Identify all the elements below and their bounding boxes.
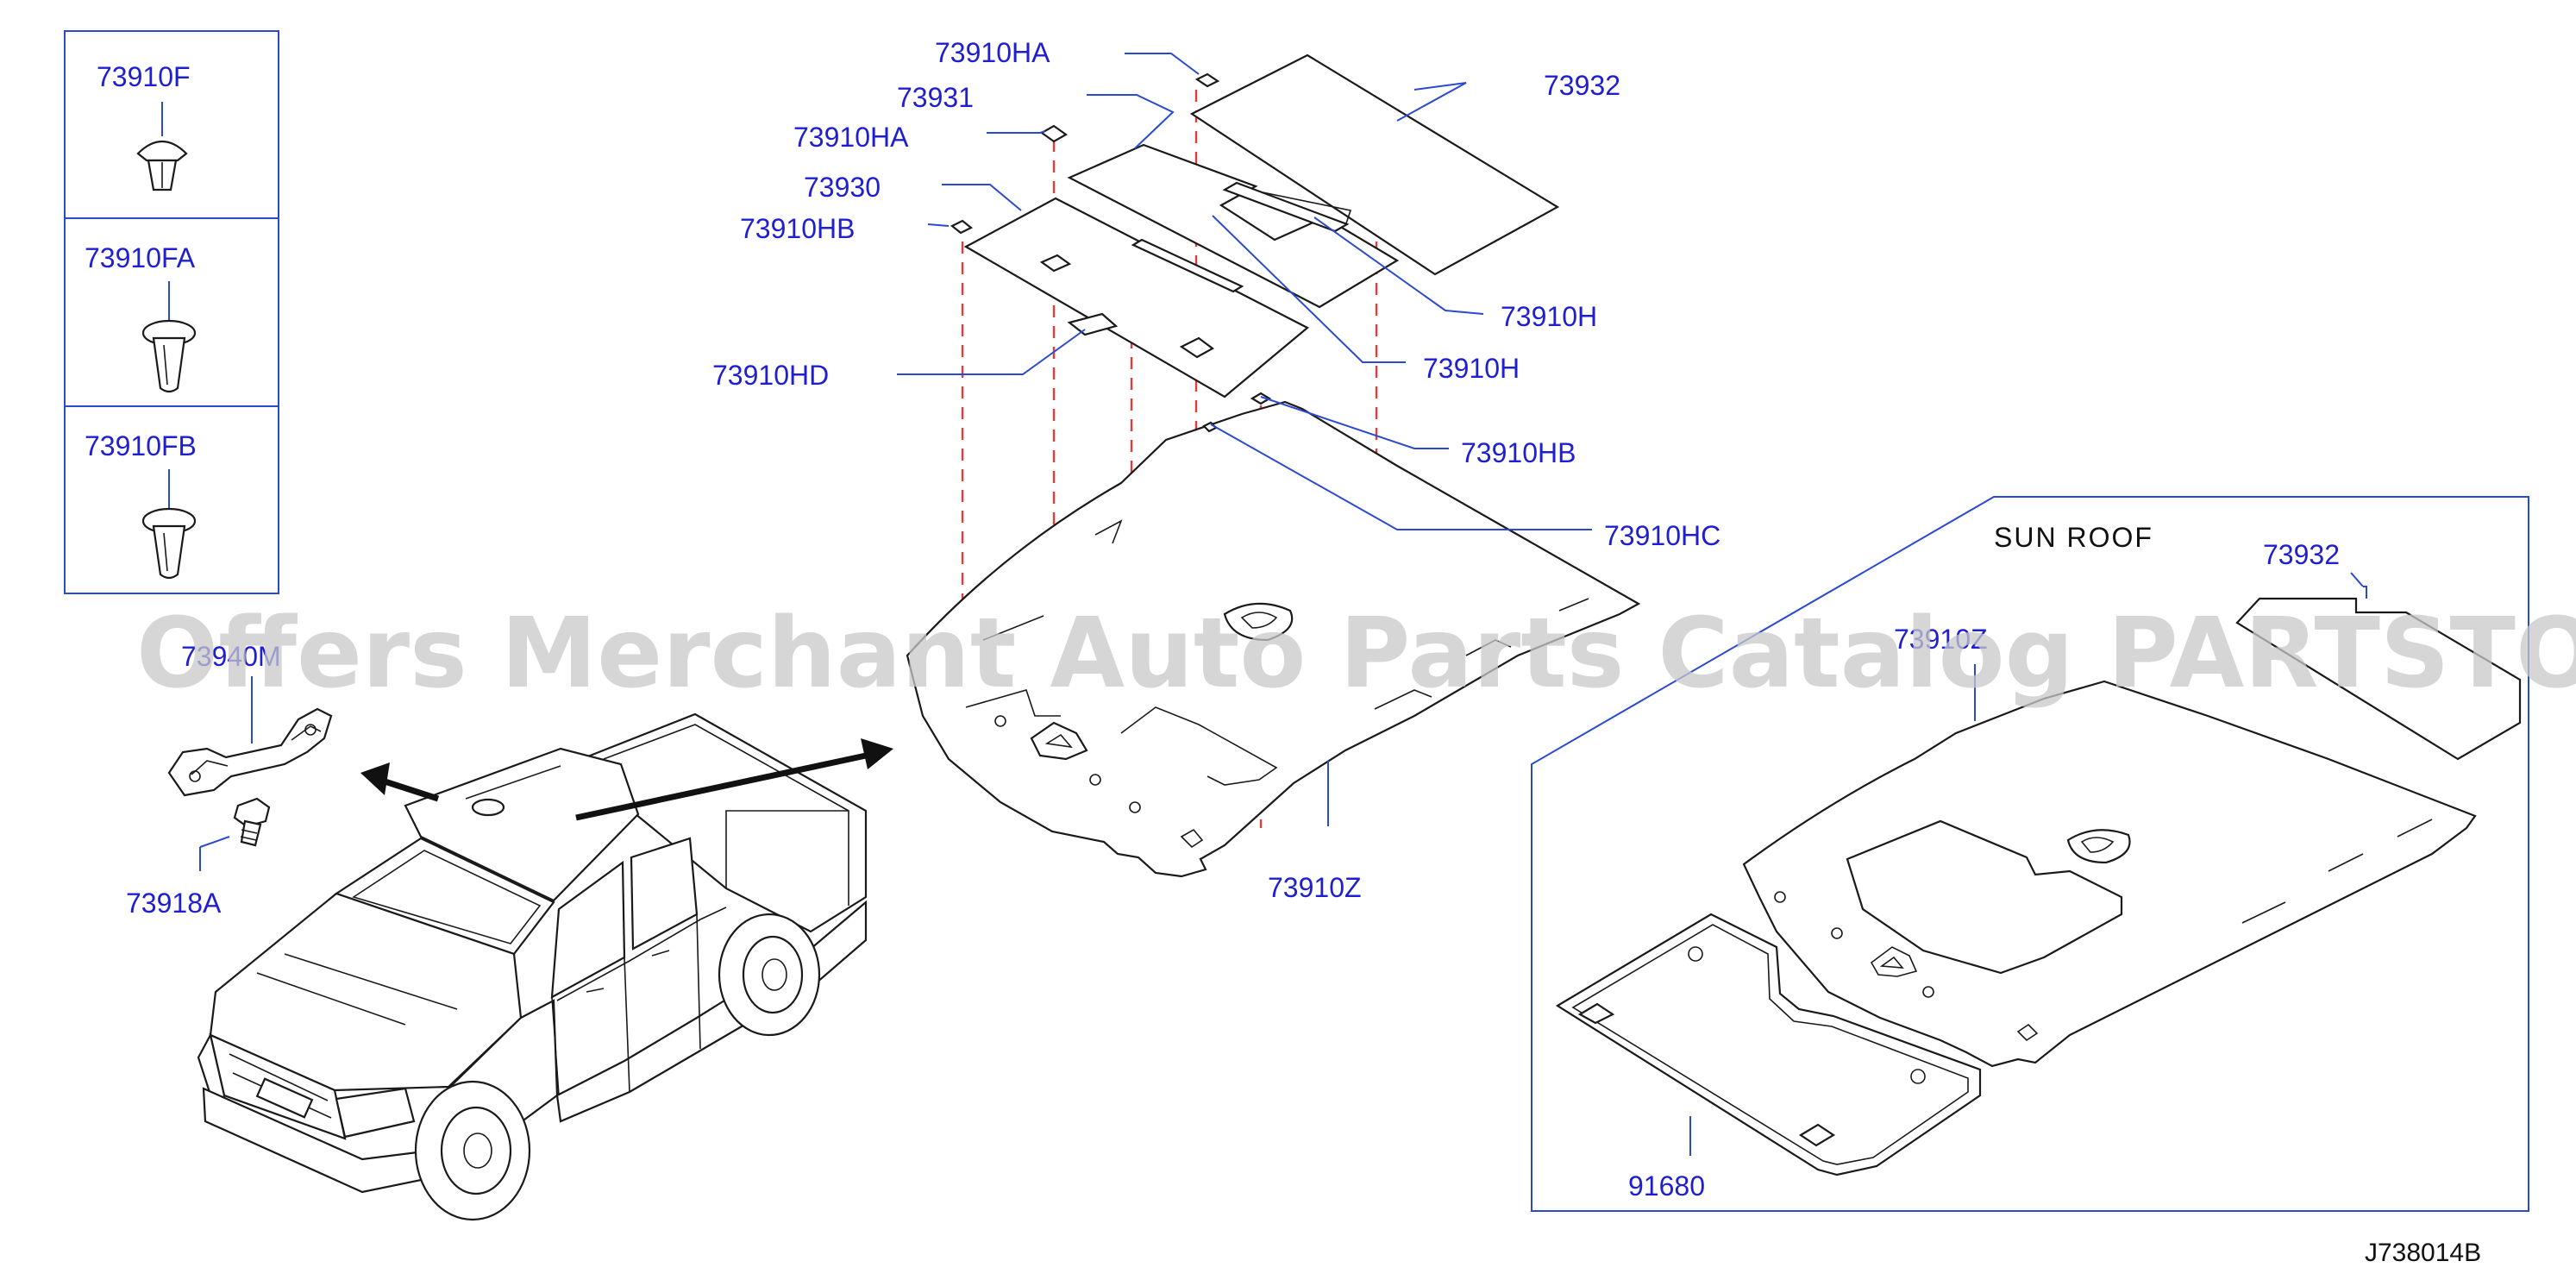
label-73910hb-right: 73910HB <box>1461 437 1576 468</box>
label-73910hd: 73910HD <box>712 360 829 391</box>
label-73910ha-mid: 73910HA <box>793 122 909 153</box>
grip-label: 73940M <box>181 641 281 672</box>
label-73910ha-top: 73910HA <box>935 37 1050 68</box>
sunroof-headlining-label: 73910Z <box>1894 624 1988 655</box>
bolt-73918a: 73918A <box>126 797 271 919</box>
center-leaders <box>897 53 1592 826</box>
clip-label-73910fa: 73910FA <box>85 242 196 273</box>
headlining-73910z <box>906 392 1641 878</box>
label-73932: 73932 <box>1544 70 1620 101</box>
clip-fa-icon <box>141 319 197 393</box>
clip-box: 73910F 73910FA 73910FB <box>64 30 279 594</box>
bolt-label: 73918A <box>126 888 222 919</box>
clip-f-icon <box>136 141 188 191</box>
label-73910h-lower: 73910H <box>1423 353 1520 384</box>
sunroof-felt-label: 73932 <box>2263 539 2340 570</box>
label-73910z: 73910Z <box>1268 872 1362 903</box>
label-73930: 73930 <box>804 172 881 203</box>
clip-label-73910fb: 73910FB <box>85 430 197 461</box>
sunroof-panel: SUN ROOF 73932 73910Z 91680 <box>1531 496 2529 1212</box>
sunshade-label: 91680 <box>1628 1170 1705 1202</box>
felt-73932 <box>1189 53 1560 276</box>
sunroof-title: SUN ROOF <box>1994 522 2153 553</box>
clip-label-73910f: 73910F <box>97 61 191 92</box>
label-73910h-upper: 73910H <box>1501 301 1597 332</box>
label-73931: 73931 <box>897 82 974 113</box>
clip-fb-icon <box>141 507 197 580</box>
diagram-code: J738014B <box>2365 1239 2481 1267</box>
pointer-arrows <box>360 738 893 821</box>
assist-grip: 73940M <box>167 641 333 797</box>
felt-73930 <box>950 197 1309 398</box>
label-73910hb-left: 73910HB <box>740 213 855 244</box>
watermark: Offers Merchant Auto Parts Catalog PARTS… <box>136 598 2576 710</box>
pickup-truck-illustration <box>197 712 868 1221</box>
label-73910hc: 73910HC <box>1604 520 1720 551</box>
